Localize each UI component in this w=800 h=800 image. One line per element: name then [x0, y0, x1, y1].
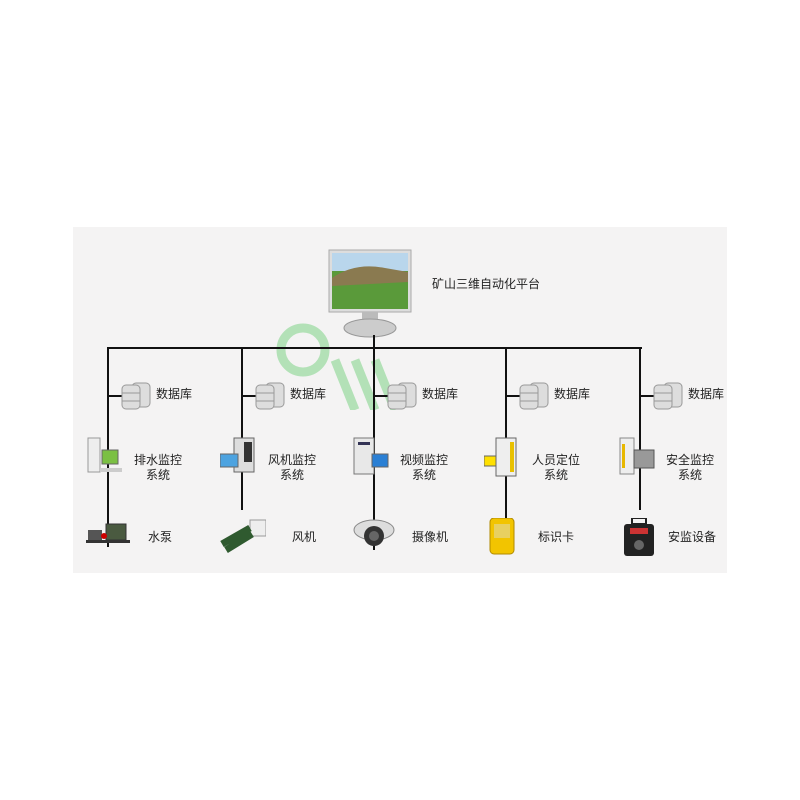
db-branch — [242, 395, 256, 397]
system-label: 排水监控 系统 — [130, 453, 186, 483]
database-label: 数据库 — [422, 387, 459, 401]
column-line-1 — [241, 347, 243, 510]
safety-device-icon — [624, 518, 654, 556]
bus-line — [108, 347, 642, 349]
system-label-line2: 系统 — [677, 468, 702, 482]
column-line-4 — [639, 347, 641, 510]
db-branch — [108, 395, 122, 397]
database-icon — [519, 382, 549, 410]
database-label: 数据库 — [688, 387, 725, 401]
device-label: 摄像机 — [412, 530, 449, 544]
water-pump-icon — [86, 523, 130, 543]
system-label-line2: 系统 — [145, 468, 170, 482]
server-monitor-icon — [87, 437, 122, 473]
device-label: 风机 — [292, 530, 317, 544]
database-icon — [121, 382, 151, 410]
workstation-icon — [220, 437, 255, 473]
device-label: 标识卡 — [538, 530, 575, 544]
device-label: 水泵 — [148, 530, 173, 544]
system-label-line2: 系统 — [279, 468, 304, 482]
system-label-line2: 系统 — [543, 468, 568, 482]
system-label-line1: 视频监控 — [399, 453, 448, 467]
db-branch — [374, 395, 388, 397]
video-server-icon — [353, 437, 389, 475]
platform-label: 矿山三维自动化平台 — [432, 277, 541, 291]
db-branch — [640, 395, 654, 397]
system-label-line1: 安全监控 — [665, 453, 714, 467]
database-icon — [255, 382, 285, 410]
system-label: 风机监控 系统 — [264, 453, 320, 483]
monitor-icon — [328, 249, 412, 338]
database-icon — [653, 382, 683, 410]
database-label: 数据库 — [156, 387, 193, 401]
id-card-icon — [489, 518, 515, 555]
system-label-line1: 排水监控 — [133, 453, 182, 467]
system-label: 视频监控 系统 — [396, 453, 452, 483]
system-label-line1: 风机监控 — [267, 453, 316, 467]
locator-server-icon — [484, 437, 517, 477]
camera-icon — [353, 519, 395, 546]
device-label: 安监设备 — [668, 530, 717, 544]
system-label: 人员定位 系统 — [528, 453, 584, 483]
safety-server-icon — [619, 437, 655, 475]
platform-connector — [373, 335, 375, 348]
system-label-line1: 人员定位 — [531, 453, 580, 467]
database-icon — [387, 382, 417, 410]
db-branch — [506, 395, 520, 397]
database-label: 数据库 — [290, 387, 327, 401]
system-label: 安全监控 系统 — [662, 453, 718, 483]
column-line-0b — [107, 347, 109, 547]
database-label: 数据库 — [554, 387, 591, 401]
fan-icon — [220, 519, 266, 553]
system-label-line2: 系统 — [411, 468, 436, 482]
